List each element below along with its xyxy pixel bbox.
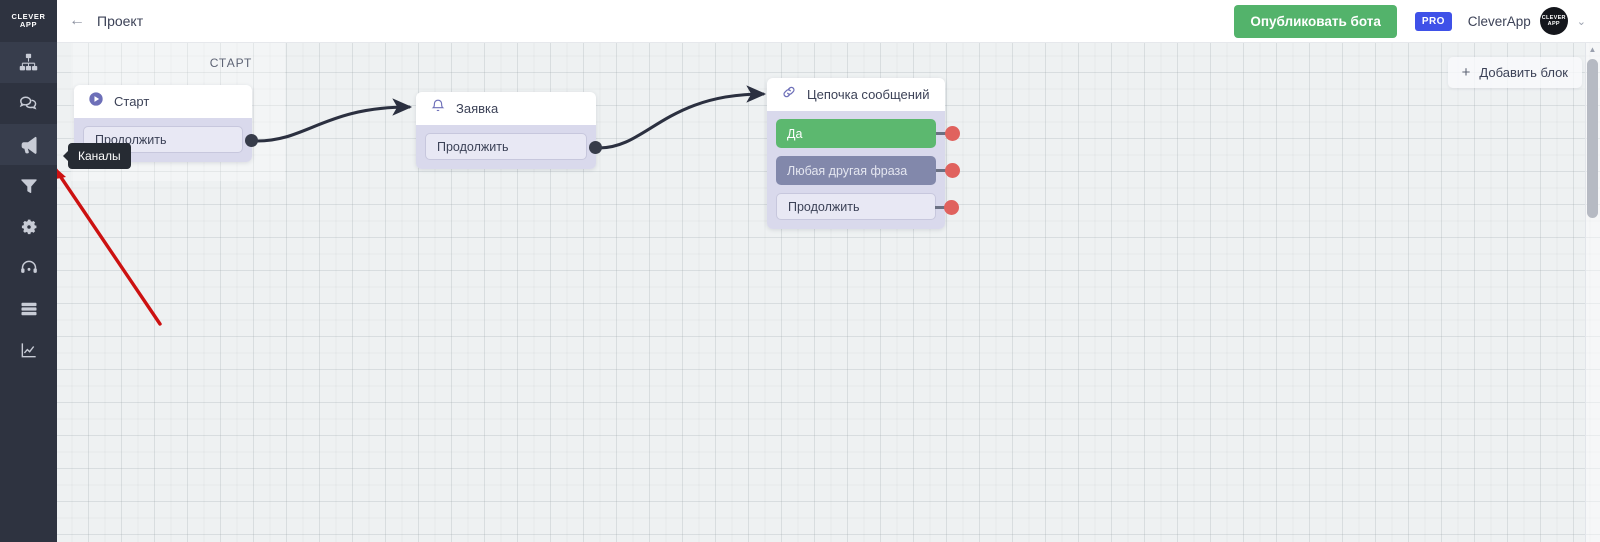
node-chain-row-continue[interactable]: Продолжить — [776, 193, 959, 220]
scroll-up-arrow-icon[interactable]: ▲ — [1588, 45, 1597, 54]
node-start[interactable]: Старт Продолжить — [74, 85, 258, 162]
node-request-title: Заявка — [456, 101, 499, 116]
play-circle-icon — [88, 91, 104, 112]
node-chain-row-yes-label: Да — [787, 126, 803, 141]
publish-bot-button[interactable]: Опубликовать бота — [1234, 4, 1397, 38]
connection-request-to-chain — [597, 85, 767, 150]
back-arrow-icon: ← — [69, 12, 85, 29]
node-request-body: Продолжить — [416, 125, 602, 169]
add-block-label: Добавить блок — [1479, 65, 1568, 80]
node-request-row-continue[interactable]: Продолжить — [425, 133, 602, 160]
node-start-header: Старт — [74, 85, 252, 118]
output-port-red[interactable] — [944, 200, 959, 215]
sidebar-item-filters[interactable] — [0, 165, 57, 206]
top-header: ← Проект Опубликовать бота PRO CleverApp… — [57, 0, 1600, 43]
add-block-button[interactable]: + Добавить блок — [1447, 57, 1582, 88]
bell-icon — [430, 98, 446, 119]
node-message-chain[interactable]: Цепочка сообщений Да Любая другая фраза … — [767, 78, 960, 229]
node-chain-row-continue-label: Продолжить — [788, 199, 860, 214]
plus-icon: + — [1461, 64, 1471, 81]
avatar[interactable]: CLEVER APP — [1539, 7, 1568, 35]
canvas-scrollbar[interactable]: ▲ — [1585, 43, 1600, 542]
sidebar-item-support[interactable] — [0, 247, 57, 288]
chart-icon — [19, 340, 39, 360]
app-logo[interactable]: CLEVER APP — [0, 0, 57, 42]
output-port-red[interactable] — [945, 163, 960, 178]
page-title: Проект — [97, 13, 144, 29]
sitemap-icon — [18, 52, 39, 73]
chevron-down-icon[interactable]: ⌄ — [1576, 15, 1586, 28]
sidebar-item-database[interactable] — [0, 288, 57, 329]
sidebar-item-structure[interactable] — [0, 42, 57, 83]
node-request-row-label: Продолжить — [437, 139, 509, 154]
connection-lines — [255, 85, 767, 150]
port-stub — [935, 206, 945, 209]
headset-icon — [19, 258, 39, 278]
node-request-header: Заявка — [416, 92, 596, 125]
link-icon — [781, 84, 797, 105]
node-request[interactable]: Заявка Продолжить — [416, 92, 602, 169]
sidebar-item-settings[interactable] — [0, 206, 57, 247]
pro-badge: PRO — [1414, 11, 1452, 31]
scrollbar-thumb[interactable] — [1587, 59, 1598, 218]
logo-line2: APP — [19, 20, 38, 29]
avatar-line2: APP — [1547, 21, 1560, 27]
port-stub — [936, 132, 946, 135]
node-start-title: Старт — [114, 94, 150, 109]
sidebar-tooltip-channels: Каналы — [63, 143, 131, 169]
avatar-line1: CLEVER — [1541, 15, 1566, 21]
node-message-chain-title: Цепочка сообщений — [807, 87, 930, 102]
back-to-projects-button[interactable]: ← Проект — [69, 12, 144, 30]
output-port-dark[interactable] — [589, 141, 602, 154]
filter-icon — [19, 176, 39, 196]
chat-icon — [18, 93, 39, 114]
megaphone-icon — [18, 134, 40, 156]
start-column-label: СТАРТ — [209, 56, 253, 70]
list-icon — [19, 299, 39, 319]
node-chain-row-any-phrase[interactable]: Любая другая фраза — [776, 156, 960, 185]
connection-start-to-request — [255, 98, 413, 143]
logo-line1: CLEVER — [11, 11, 46, 21]
header-actions: Опубликовать бота PRO CleverApp CLEVER A… — [1234, 4, 1600, 38]
port-stub — [936, 169, 946, 172]
tooltip-label: Каналы — [78, 149, 121, 163]
output-port-red[interactable] — [945, 126, 960, 141]
flow-canvas[interactable]: СТАРТ Старт — [57, 43, 1600, 542]
node-chain-row-yes[interactable]: Да — [776, 119, 960, 148]
sidebar-item-dialogs[interactable] — [0, 83, 57, 124]
output-port-dark[interactable] — [245, 134, 258, 147]
left-sidebar: CLEVER APP — [0, 0, 57, 542]
gear-icon — [19, 217, 39, 237]
sidebar-item-channels[interactable] — [0, 124, 57, 165]
node-chain-row-any-phrase-label: Любая другая фраза — [787, 163, 908, 178]
user-name-label: CleverApp — [1467, 13, 1531, 29]
sidebar-item-analytics[interactable] — [0, 329, 57, 370]
node-message-chain-header: Цепочка сообщений — [767, 78, 945, 111]
node-message-chain-body: Да Любая другая фраза Продолжить — [767, 111, 960, 229]
